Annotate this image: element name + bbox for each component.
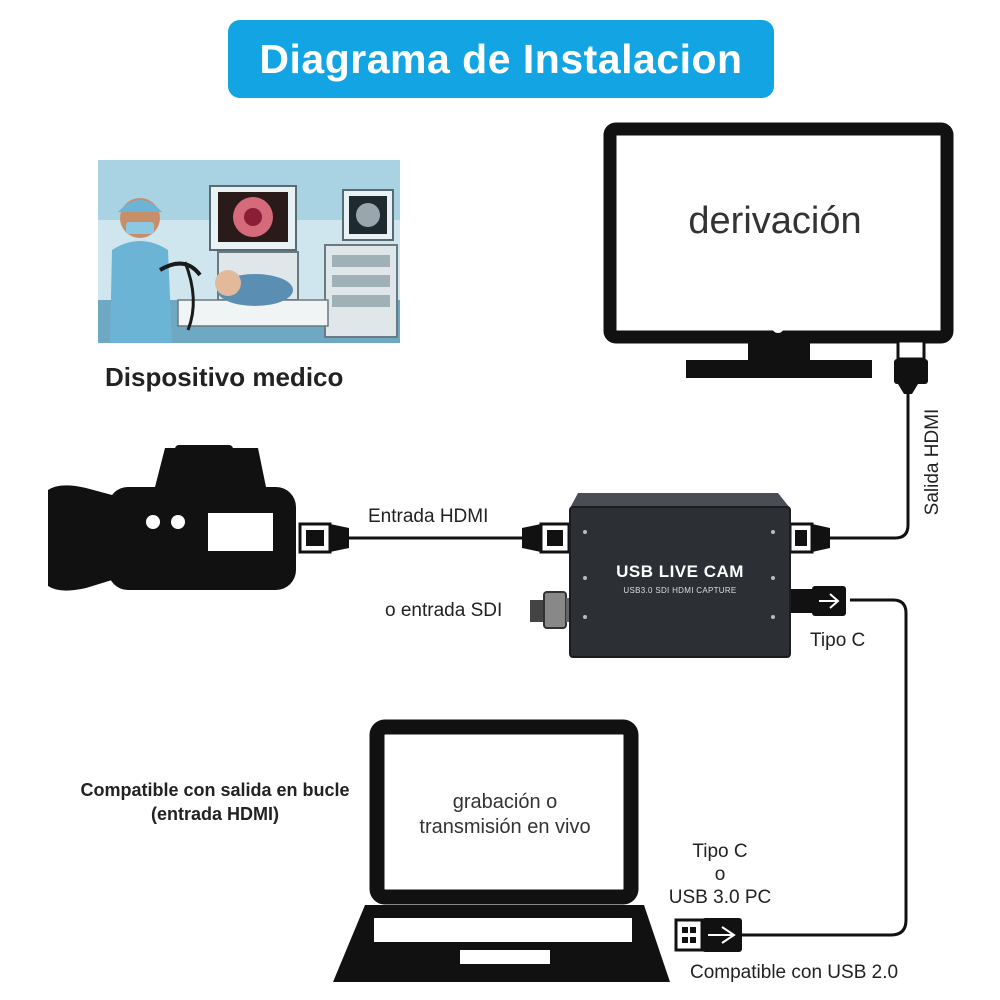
capture-device-subtitle: USB3.0 SDI HDMI CAPTURE [623, 586, 737, 595]
loop-compatible-caption: Compatible con salida en bucle (entrada … [80, 780, 350, 824]
camcorder-icon [48, 445, 296, 591]
usb-a-connector-icon [674, 918, 742, 952]
sdi-input-label: o entrada SDI [385, 600, 503, 621]
medical-device-caption: Dispositivo medico [105, 362, 344, 392]
title-banner: Diagrama de Instalacion [228, 20, 774, 98]
laptop-screen-label: grabación o transmisión en vivo [385, 790, 625, 840]
pc-connection-line1: Tipo C [692, 841, 748, 862]
capture-device [569, 493, 791, 658]
usb-c-connector-icon [790, 586, 846, 616]
laptop-label-line2: transmisión en vivo [419, 816, 591, 838]
page-title: Diagrama de Instalacion [259, 35, 743, 82]
hdmi-output-label: Salida HDMI [922, 408, 943, 516]
monitor-label: derivación [688, 200, 862, 242]
pc-connection-line3: USB 3.0 PC [668, 887, 772, 908]
hdmi-connector-icon [298, 339, 928, 554]
usb2-compatible-label: Compatible con USB 2.0 [690, 962, 899, 983]
pc-connection-label: Tipo C o USB 3.0 PC [650, 840, 790, 909]
laptop-label-line1: grabación o [452, 791, 558, 813]
type-c-label: Tipo C [810, 630, 866, 651]
cables [349, 390, 910, 937]
medical-illustration [98, 160, 400, 343]
hdmi-input-label: Entrada HDMI [368, 506, 489, 527]
monitor-icon [603, 122, 954, 378]
laptop-icon [333, 719, 670, 982]
pc-connection-line2: o [714, 864, 726, 885]
capture-device-name: USB LIVE CAM [616, 562, 744, 581]
